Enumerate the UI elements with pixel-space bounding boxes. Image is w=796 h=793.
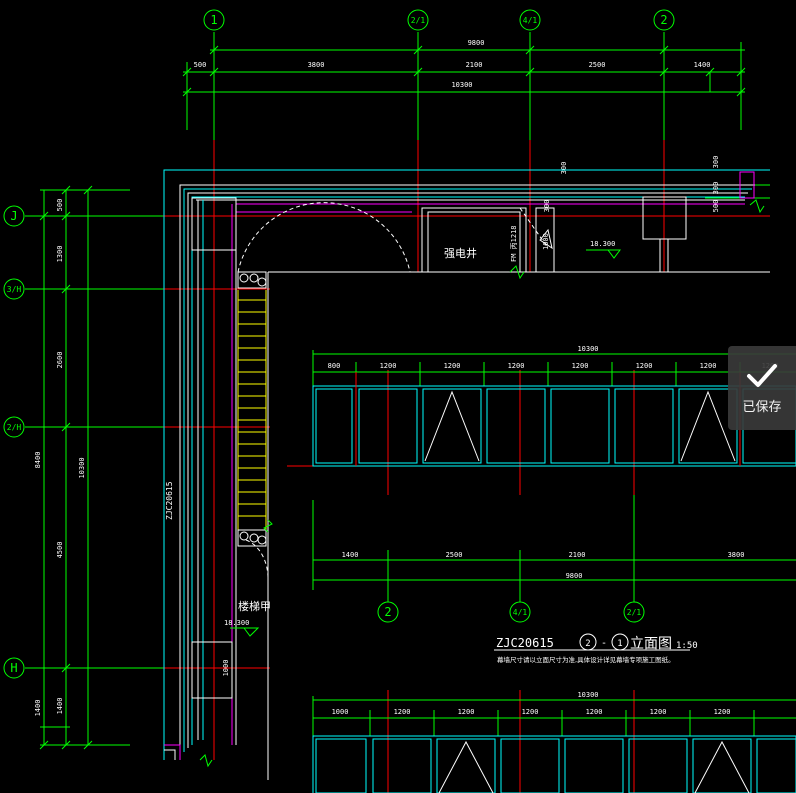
dim-text: 1200 bbox=[394, 708, 411, 716]
dim-text: 1200 bbox=[522, 708, 539, 716]
dim-text: 500 bbox=[56, 199, 64, 212]
dim-text: 8400 bbox=[34, 452, 42, 469]
left-dimension-lines bbox=[25, 189, 163, 746]
axis-label-top: 2 bbox=[660, 13, 667, 27]
dim-text: 1000 bbox=[332, 708, 349, 716]
dim-text: 1300 bbox=[56, 246, 64, 263]
dim-text: 2100 bbox=[466, 61, 483, 69]
elevation1-dimension-lines bbox=[312, 350, 796, 736]
fire-door-marker bbox=[539, 228, 553, 250]
axis-label-left: J bbox=[10, 209, 17, 223]
dim-text: 2500 bbox=[446, 551, 463, 559]
dim-text: 300 bbox=[712, 156, 720, 169]
dim-text: 1400 bbox=[694, 61, 711, 69]
dim-text: 800 bbox=[328, 362, 341, 370]
dim-text: 300 bbox=[712, 182, 720, 195]
dim-text: 10300 bbox=[577, 345, 598, 353]
axis-label-top: 1 bbox=[210, 13, 217, 27]
dim-text: 1200 bbox=[650, 708, 667, 716]
axis-label-left: 3/H bbox=[7, 285, 22, 294]
elevation-dash: - bbox=[601, 638, 607, 649]
dim-text: 2500 bbox=[589, 61, 606, 69]
dim-text: 1200 bbox=[444, 362, 461, 370]
dim-text: 1400 bbox=[34, 700, 42, 717]
dim-text: 1400 bbox=[342, 551, 359, 559]
plan-text-labels: 强电井 FM 丙1218 1000 18.300 楼梯甲 18.300 ZJC2… bbox=[165, 225, 615, 627]
left-dim-ticks bbox=[39, 185, 93, 750]
level-label: 18.300 bbox=[224, 619, 249, 627]
hatch-patches bbox=[237, 271, 267, 547]
left-dimension-texts: 500 1300 2600 4500 1400 8400 10300 1400 … bbox=[34, 199, 230, 717]
dim-text: 2100 bbox=[569, 551, 586, 559]
dim-text: 9800 bbox=[566, 572, 583, 580]
top-dimension-lines bbox=[183, 32, 770, 199]
axis-label-elev: 4/1 bbox=[513, 608, 528, 617]
dim-text: 9800 bbox=[468, 39, 485, 47]
dim-text: 1200 bbox=[458, 708, 475, 716]
elevation-to-axis: 1 bbox=[617, 639, 622, 649]
elevation-title-underline bbox=[494, 633, 690, 651]
elevation-title: ZJC20615 2 - 1 立面图 1:50 幕墙尺寸请以立面尺寸为准,具体设… bbox=[496, 636, 698, 664]
stair-treads bbox=[237, 290, 267, 530]
axis-label-top: 2/1 bbox=[411, 16, 426, 25]
elevation-title-text: 立面图 bbox=[630, 636, 672, 652]
plan-walls bbox=[163, 169, 770, 780]
dim-text: 500 bbox=[712, 200, 720, 213]
elevation2-dim-texts: 10300 1000 1200 1200 1200 1200 1200 1200 bbox=[332, 691, 731, 716]
saved-status-label: 已保存 bbox=[742, 399, 782, 415]
dim-text: 1200 bbox=[508, 362, 525, 370]
dim-text: 3800 bbox=[728, 551, 745, 559]
axis-label-elev: 2 bbox=[384, 605, 391, 619]
axis-labels: 1 2/1 4/1 2 J 3/H 2/H H 2 4/1 2/1 bbox=[7, 13, 668, 675]
dim-text: 1200 bbox=[380, 362, 397, 370]
dim-text: 10300 bbox=[451, 81, 472, 89]
level-label: 18.300 bbox=[590, 240, 615, 248]
door-code-label: 1000 bbox=[542, 233, 550, 250]
dim-text: 500 bbox=[194, 61, 207, 69]
axis-label-elev: 2/1 bbox=[627, 608, 642, 617]
checkmark-icon bbox=[747, 363, 777, 387]
axis-bubbles bbox=[3, 9, 675, 679]
top-dim-ticks bbox=[182, 45, 746, 97]
dim-text: 1200 bbox=[572, 362, 589, 370]
dim-text: 300 bbox=[560, 162, 568, 175]
dim-text: 1400 bbox=[56, 698, 64, 715]
top-dimension-texts: 9800 500 3800 2100 2500 1400 10300 bbox=[194, 39, 711, 89]
elevation-opening-marks bbox=[424, 390, 750, 793]
dim-text: 3800 bbox=[308, 61, 325, 69]
dim-text: 1200 bbox=[714, 708, 731, 716]
dim-text: 1200 bbox=[586, 708, 603, 716]
dim-text: 4500 bbox=[56, 542, 64, 559]
dim-text: 1000 bbox=[222, 660, 230, 677]
elevation-note: 幕墙尺寸请以立面尺寸为准,具体设计详见幕墙专项施工图纸。 bbox=[497, 655, 675, 664]
dim-text: 2600 bbox=[56, 352, 64, 369]
dim-text: 1200 bbox=[700, 362, 717, 370]
elevation1-dim-texts: 10300 800 1200 1200 1200 1200 1200 1200 … bbox=[328, 345, 779, 580]
break-marks bbox=[199, 199, 765, 768]
fire-door-label: FM 丙1218 bbox=[510, 225, 518, 262]
dim-text: 1200 bbox=[636, 362, 653, 370]
saved-status-badge[interactable]: 已保存 bbox=[728, 346, 796, 430]
elevation-scale: 1:50 bbox=[676, 641, 698, 651]
level-markers bbox=[230, 249, 621, 637]
axis-label-top: 4/1 bbox=[523, 16, 538, 25]
elevation-code: ZJC20615 bbox=[496, 636, 554, 650]
elevation1-panels bbox=[312, 385, 796, 793]
wall-code-label: ZJC20615 bbox=[165, 481, 174, 520]
dim-text: 10300 bbox=[577, 691, 598, 699]
axis-label-left: 2/H bbox=[7, 423, 22, 432]
elevation-from-axis: 2 bbox=[585, 639, 590, 649]
dim-text: 10300 bbox=[78, 457, 86, 478]
dim-text: 300 bbox=[543, 200, 551, 213]
right-small-dims: 300 300 500 300 300 bbox=[543, 156, 720, 213]
electric-shaft-label: 强电井 bbox=[444, 246, 477, 260]
stair-label: 楼梯甲 bbox=[238, 599, 271, 613]
door-swing-arcs bbox=[237, 202, 549, 581]
axis-label-left: H bbox=[10, 661, 17, 675]
